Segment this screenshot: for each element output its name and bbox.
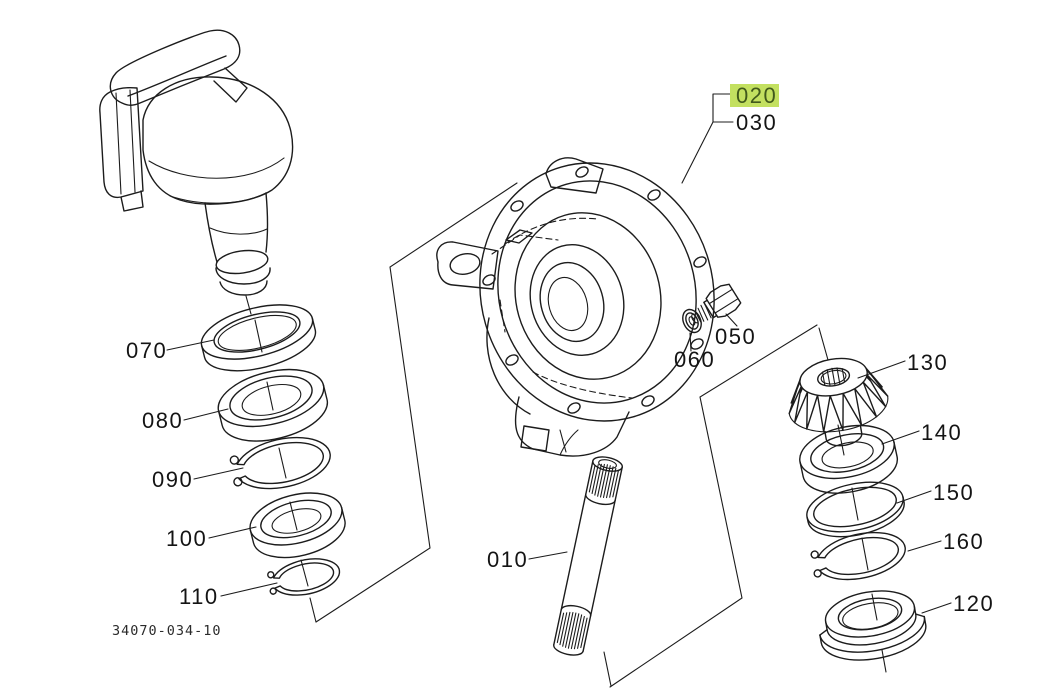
axis-line: [559, 429, 567, 453]
callout-030[interactable]: 030: [736, 110, 777, 135]
axis-line: [881, 649, 887, 673]
axis-line: [289, 501, 298, 531]
part-100-bearing-drawing[interactable]: [245, 484, 351, 566]
axis-line: [837, 424, 845, 456]
axis-line: [603, 651, 612, 687]
part-110-snap-ring-drawing[interactable]: [265, 553, 343, 601]
part-030-gear-case-cover-drawing[interactable]: [436, 135, 744, 457]
axis-line: [254, 319, 263, 353]
callout-120[interactable]: 120: [953, 591, 994, 616]
callout-130[interactable]: 130: [907, 350, 948, 375]
callout-020-highlight: [730, 84, 779, 107]
knuckle-case-drawing[interactable]: [99, 29, 294, 296]
axis-line: [818, 327, 829, 361]
callout-090[interactable]: 090: [152, 467, 193, 492]
figure-number: 34070-034-10: [112, 623, 222, 639]
callout-050[interactable]: 050: [715, 324, 756, 349]
callout-100[interactable]: 100: [166, 526, 207, 551]
part-090-snap-ring-drawing[interactable]: [227, 430, 335, 498]
callout-080[interactable]: 080: [142, 408, 183, 433]
axis-line: [851, 487, 859, 521]
axis-line: [861, 537, 869, 571]
part-150-ring-drawing[interactable]: [802, 474, 908, 544]
part-010-bevel-shaft-drawing[interactable]: [552, 455, 623, 658]
callout-110[interactable]: 110: [179, 584, 219, 609]
part-080-bearing-drawing[interactable]: [212, 360, 333, 451]
callout-160[interactable]: 160: [943, 529, 984, 554]
callout-070[interactable]: 070: [126, 338, 167, 363]
axis-line: [245, 295, 252, 315]
axis-line: [278, 447, 287, 479]
right-group-boundary-line: [609, 324, 818, 688]
axis-line: [309, 597, 317, 623]
callout-020[interactable]: 020: [736, 83, 777, 108]
part-050-bolt-drawing[interactable]: [685, 282, 742, 332]
callout-060[interactable]: 060: [674, 347, 715, 372]
leader-lines: [166, 93, 952, 614]
left-group-boundary-line: [315, 182, 518, 623]
part-070-seal-drawing[interactable]: [196, 295, 321, 381]
part-160-snap-ring-drawing[interactable]: [808, 525, 910, 588]
part-060-washer-drawing[interactable]: [679, 307, 705, 336]
bolt-holes: [482, 166, 707, 414]
callout-140[interactable]: 140: [921, 420, 962, 445]
part-140-bearing-drawing[interactable]: [795, 418, 902, 502]
part-120-collar-drawing[interactable]: [814, 583, 930, 667]
callout-010[interactable]: 010: [487, 547, 528, 572]
callout-150[interactable]: 150: [933, 480, 974, 505]
part-130-bevel-gear-drawing[interactable]: [781, 351, 895, 454]
